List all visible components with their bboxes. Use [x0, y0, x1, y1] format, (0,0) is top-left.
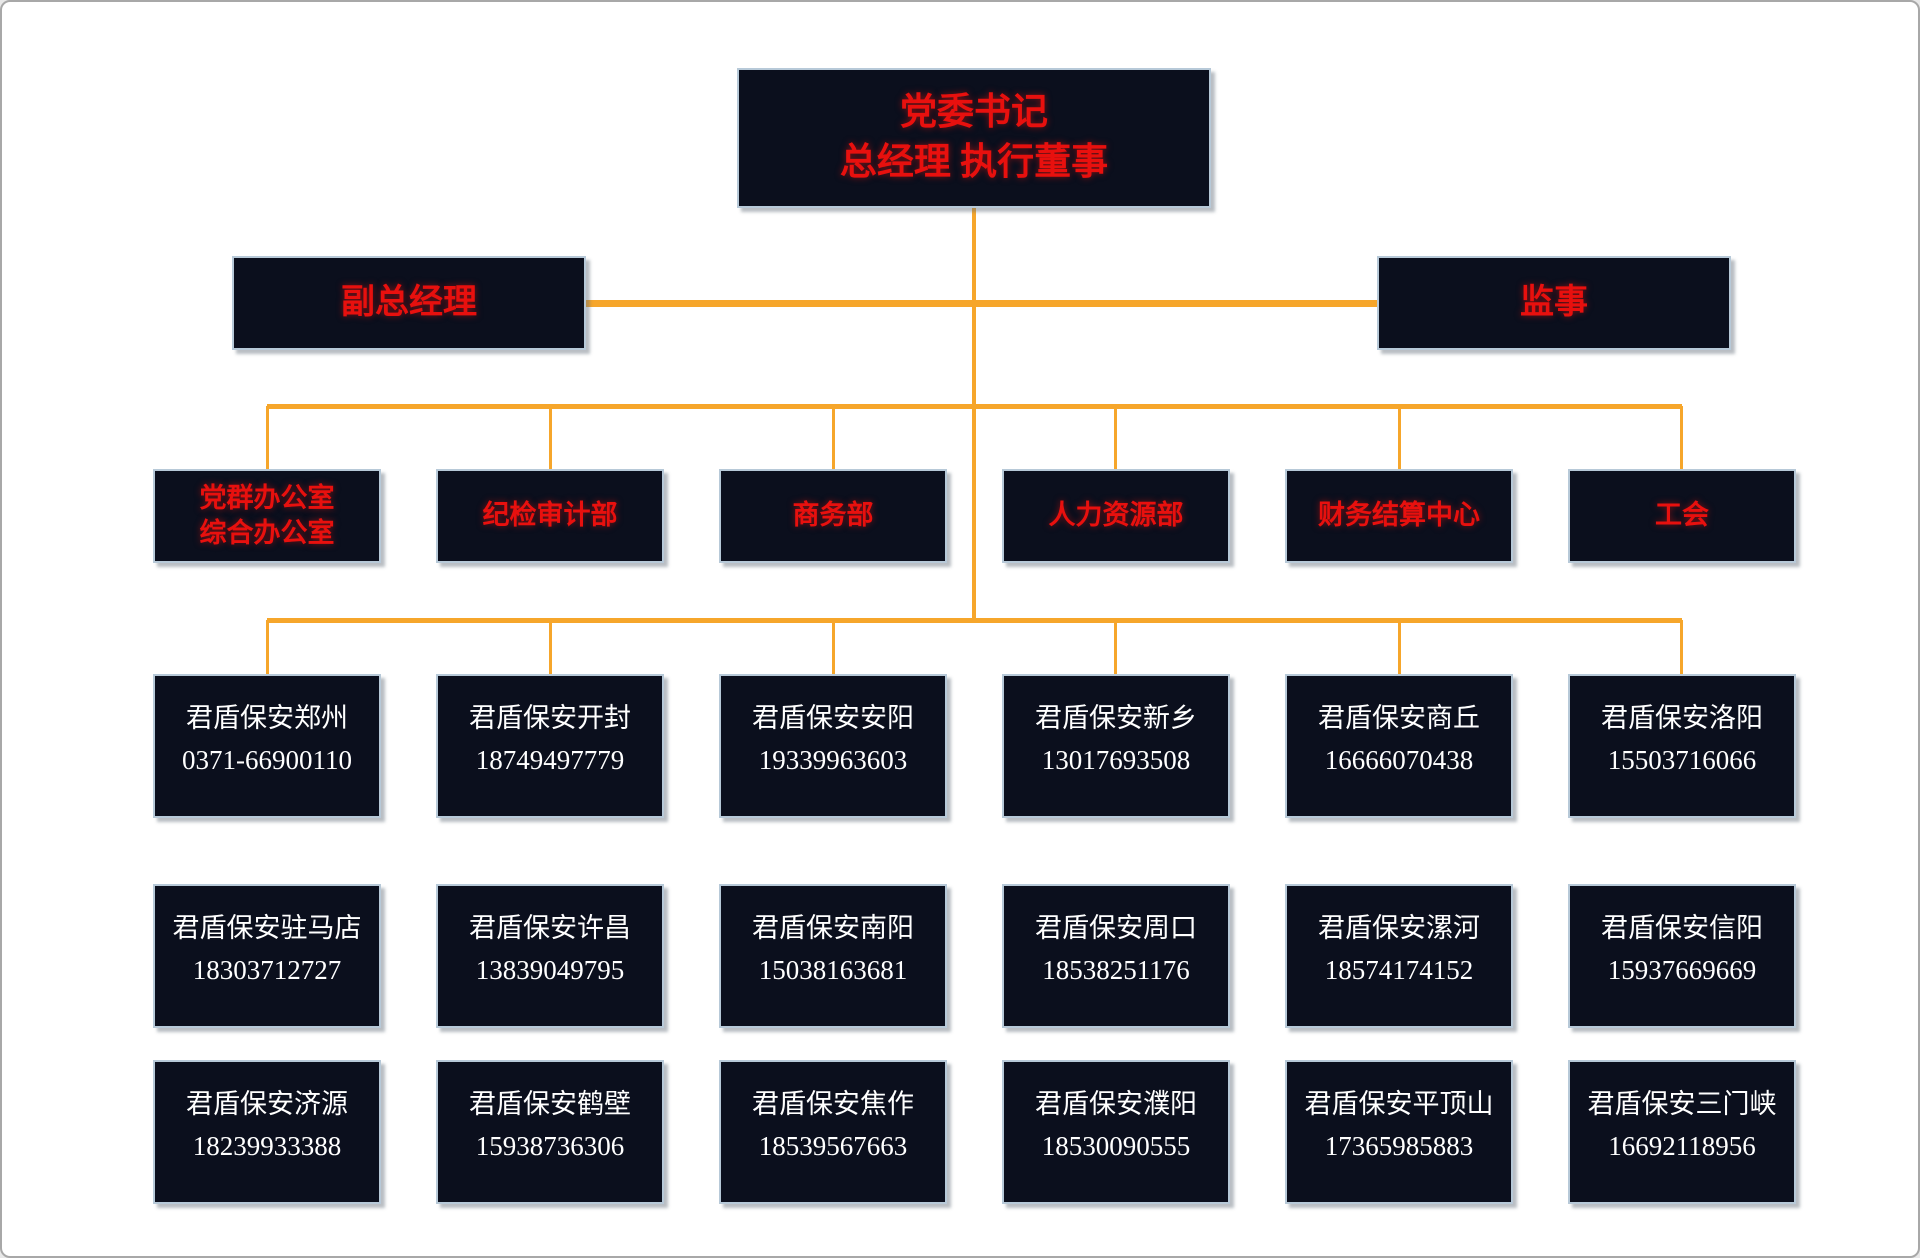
- connector-branches-bus: [267, 618, 1682, 623]
- branch-name: 君盾保安鹤壁: [469, 1089, 631, 1119]
- branch-name: 君盾保安南阳: [752, 913, 914, 943]
- connector-dept-drop: [549, 406, 552, 469]
- branch-phone: 18538251176: [1042, 954, 1190, 985]
- branch-box-puyang: 君盾保安濮阳 18530090555: [1002, 1060, 1230, 1204]
- branch-phone: 18749497779: [475, 744, 625, 775]
- branch-phone: 15503716066: [1607, 744, 1757, 775]
- branch-phone: 18539567663: [758, 1130, 908, 1161]
- connector-level2-horizontal: [586, 300, 1377, 307]
- branch-phone: 0371-66900110: [182, 744, 352, 775]
- connector-branch-drop: [1680, 620, 1683, 675]
- box-supervisor: 监事: [1377, 256, 1731, 350]
- branch-name: 君盾保安安阳: [752, 703, 914, 733]
- branch-name: 君盾保安新乡: [1035, 703, 1197, 733]
- branch-phone: 18239933388: [192, 1130, 342, 1161]
- connector-dept-drop: [1114, 406, 1117, 469]
- dept-box-human-resources: 人力资源部: [1002, 469, 1230, 563]
- branch-name: 君盾保安濮阳: [1035, 1089, 1197, 1119]
- branch-box-shangqiu: 君盾保安商丘 16666070438: [1285, 674, 1513, 818]
- root-title-line2: 总经理 执行董事: [839, 142, 1109, 183]
- branch-box-zhoukou: 君盾保安周口 18538251176: [1002, 884, 1230, 1028]
- connector-branch-drop: [832, 620, 835, 675]
- branch-phone: 18303712727: [192, 954, 342, 985]
- branch-name: 君盾保安许昌: [469, 913, 631, 943]
- connector-dept-drop: [1398, 406, 1401, 469]
- dept-box-labor-union: 工会: [1568, 469, 1796, 563]
- dept-label: 人力资源部: [1048, 500, 1184, 531]
- branch-phone: 18530090555: [1041, 1130, 1191, 1161]
- branch-box-pingdingshan: 君盾保安平顶山 17365985883: [1285, 1060, 1513, 1204]
- dept-label: 财务结算中心: [1318, 500, 1480, 531]
- branch-phone: 16666070438: [1324, 744, 1474, 775]
- branch-phone: 15038163681: [758, 954, 908, 985]
- dept-label: 党群办公室: [199, 482, 335, 513]
- branch-box-kaifeng: 君盾保安开封 18749497779: [436, 674, 664, 818]
- branch-name: 君盾保安信阳: [1601, 913, 1763, 943]
- branch-phone: 18574174152: [1324, 954, 1474, 985]
- branch-box-xinxiang: 君盾保安新乡 13017693508: [1002, 674, 1230, 818]
- branch-phone: 15937669669: [1607, 954, 1757, 985]
- branch-box-sanmenxia: 君盾保安三门峡 16692118956: [1568, 1060, 1796, 1204]
- dept-box-business: 商务部: [719, 469, 947, 563]
- root-box-party-secretary-gm: 党委书记 总经理 执行董事: [737, 68, 1211, 208]
- dept-box-financial-settlement-center: 财务结算中心: [1285, 469, 1513, 563]
- box-deputy-general-manager: 副总经理: [232, 256, 586, 350]
- connector-branch-drop: [549, 620, 552, 675]
- branch-phone: 19339963603: [758, 744, 908, 775]
- branch-name: 君盾保安平顶山: [1304, 1089, 1494, 1119]
- branch-name: 君盾保安商丘: [1318, 703, 1480, 733]
- branch-box-hebi: 君盾保安鹤壁 15938736306: [436, 1060, 664, 1204]
- dept-label: 纪检审计部: [482, 500, 618, 531]
- branch-box-anyang: 君盾保安安阳 19339963603: [719, 674, 947, 818]
- branch-box-zhengzhou: 君盾保安郑州 0371-66900110: [153, 674, 381, 818]
- dept-label: 工会: [1655, 500, 1709, 531]
- branch-box-zhumadian: 君盾保安驻马店 18303712727: [153, 884, 381, 1028]
- branch-box-xinyang: 君盾保安信阳 15937669669: [1568, 884, 1796, 1028]
- deputy-gm-label: 副总经理: [341, 284, 477, 322]
- branch-name: 君盾保安开封: [469, 703, 631, 733]
- branch-box-luohe: 君盾保安漯河 18574174152: [1285, 884, 1513, 1028]
- branch-box-luoyang: 君盾保安洛阳 15503716066: [1568, 674, 1796, 818]
- branch-name: 君盾保安郑州: [186, 703, 348, 733]
- root-title-line1: 党委书记: [900, 92, 1048, 134]
- connector-branch-drop: [266, 620, 269, 675]
- branch-name: 君盾保安漯河: [1318, 913, 1480, 943]
- branch-name: 君盾保安驻马店: [172, 913, 362, 943]
- connector-branch-drop: [1398, 620, 1401, 675]
- branch-box-jiyuan: 君盾保安济源 18239933388: [153, 1060, 381, 1204]
- connector-dept-drop: [1680, 406, 1683, 469]
- connector-branch-drop: [1114, 620, 1117, 675]
- dept-label-line2: 综合办公室: [199, 518, 335, 548]
- branch-phone: 13839049795: [475, 954, 625, 985]
- connector-trunk-vertical: [972, 208, 976, 622]
- branch-phone: 13017693508: [1041, 744, 1191, 775]
- supervisor-label: 监事: [1520, 284, 1588, 322]
- branch-box-jiaozuo: 君盾保安焦作 18539567663: [719, 1060, 947, 1204]
- dept-box-discipline-audit: 纪检审计部: [436, 469, 664, 563]
- branch-box-xuchang: 君盾保安许昌 13839049795: [436, 884, 664, 1028]
- branch-phone: 16692118956: [1608, 1130, 1756, 1161]
- branch-name: 君盾保安焦作: [752, 1089, 914, 1119]
- branch-name: 君盾保安济源: [186, 1089, 348, 1119]
- dept-label: 商务部: [792, 500, 874, 531]
- branch-name: 君盾保安洛阳: [1601, 703, 1763, 733]
- connector-departments-bus: [267, 404, 1682, 409]
- connector-dept-drop: [266, 406, 269, 469]
- branch-phone: 17365985883: [1324, 1130, 1474, 1161]
- branch-name: 君盾保安周口: [1035, 913, 1197, 943]
- branch-name: 君盾保安三门峡: [1587, 1089, 1777, 1119]
- dept-box-party-mass-office: 党群办公室 综合办公室: [153, 469, 381, 563]
- connector-dept-drop: [832, 406, 835, 469]
- branch-phone: 15938736306: [475, 1130, 625, 1161]
- branch-box-nanyang: 君盾保安南阳 15038163681: [719, 884, 947, 1028]
